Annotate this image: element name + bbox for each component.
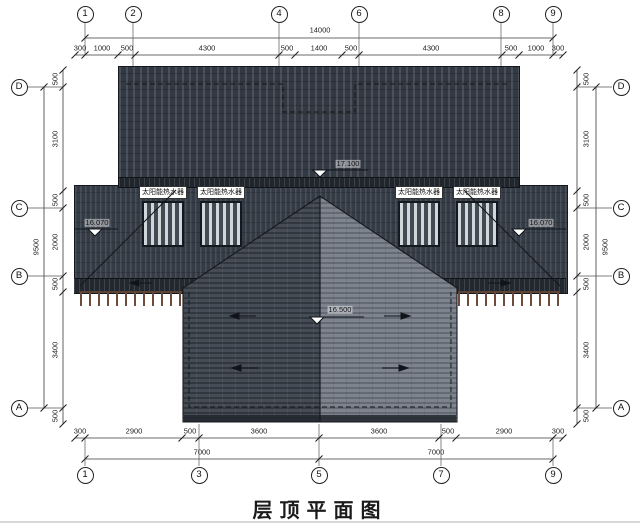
dimension-label: 500 xyxy=(581,277,591,291)
axis-bubble: B xyxy=(612,267,630,285)
dimension-label: 1000 xyxy=(527,43,545,53)
dimension-label: 500 xyxy=(50,277,60,291)
axis-bubble: 1 xyxy=(76,466,94,484)
upper-roof-slope xyxy=(118,66,520,178)
elevation-label: 16.500 xyxy=(327,304,353,315)
axis-bubble: B xyxy=(10,267,28,285)
axis-bubble: D xyxy=(10,78,28,96)
dimension-label: 500 xyxy=(50,409,60,423)
dimension-label: 1000 xyxy=(93,43,111,53)
elevation-label: 16.070 xyxy=(84,217,110,228)
axis-bubble: 7 xyxy=(432,466,450,484)
solar-heater-panel xyxy=(200,201,242,247)
axis-bubble: D xyxy=(612,78,630,96)
page-divider xyxy=(0,521,640,523)
axis-bubble: 4 xyxy=(270,5,288,23)
dimension-label: 500 xyxy=(441,426,455,436)
drawing-title: 层顶平面图 xyxy=(252,500,388,522)
dimension-label: 3400 xyxy=(50,341,60,359)
dimension-label: 500 xyxy=(183,426,197,436)
rafter-tails-right xyxy=(458,291,560,306)
elevation-label: 17.100 xyxy=(335,158,361,169)
solar-heater-label: 太阳能热水器 xyxy=(139,186,187,199)
axis-bubble: A xyxy=(612,399,630,417)
axis-bubble: 1 xyxy=(76,5,94,23)
dimension-label: 4300 xyxy=(422,43,440,53)
dimension-label: 7000 xyxy=(427,447,445,457)
dimension-label: 2000 xyxy=(581,233,591,251)
dimension-label: 500 xyxy=(280,43,294,53)
dimension-label: 500 xyxy=(50,72,60,86)
dimension-label: 500 xyxy=(50,193,60,207)
solar-heater-label: 太阳能热水器 xyxy=(197,186,245,199)
rafter-tails-left xyxy=(80,291,182,306)
solar-heater-panel xyxy=(456,201,498,247)
axis-bubble: C xyxy=(612,199,630,217)
axis-bubble: A xyxy=(10,399,28,417)
dimension-label: 500 xyxy=(504,43,518,53)
axis-bubble: 5 xyxy=(310,466,328,484)
dimension-label: 2900 xyxy=(495,426,513,436)
dimension-label: 3600 xyxy=(370,426,388,436)
axis-bubble: 9 xyxy=(544,466,562,484)
axis-bubble: C xyxy=(10,199,28,217)
dimension-label: 2900 xyxy=(125,426,143,436)
axis-bubble: 8 xyxy=(492,5,510,23)
dimension-label: 3400 xyxy=(581,341,591,359)
solar-heater-label: 太阳能热水器 xyxy=(395,186,443,199)
axis-bubble: 3 xyxy=(190,466,208,484)
dimension-label: 3100 xyxy=(581,130,591,148)
dimension-label: 300 xyxy=(73,43,87,53)
dimension-label: 7000 xyxy=(193,447,211,457)
dimension-label: 9500 xyxy=(31,238,41,256)
dimension-label: 2000 xyxy=(50,233,60,251)
dimension-label: 500 xyxy=(581,409,591,423)
solar-heater-label: 太阳能热水器 xyxy=(453,186,501,199)
dimension-label: 4300 xyxy=(198,43,216,53)
dimension-label: 500 xyxy=(344,43,358,53)
dimension-label: 300 xyxy=(551,43,565,53)
solar-heater-panel xyxy=(398,201,440,247)
dimension-label: 14000 xyxy=(309,25,331,35)
dimension-label: 3600 xyxy=(250,426,268,436)
dimension-label: 9500 xyxy=(600,238,610,256)
dimension-label: 300 xyxy=(551,426,565,436)
axis-bubble: 2 xyxy=(124,5,142,23)
dimension-label: 500 xyxy=(581,72,591,86)
axis-bubble: 6 xyxy=(350,5,368,23)
elevation-label: 16.070 xyxy=(528,217,554,228)
dimension-label: 500 xyxy=(581,193,591,207)
axis-bubble: 9 xyxy=(544,5,562,23)
dimension-label: 300 xyxy=(73,426,87,436)
gable-eave xyxy=(184,415,456,422)
dimension-label: 500 xyxy=(120,43,134,53)
dimension-label: 3100 xyxy=(50,130,60,148)
dimension-label: 1400 xyxy=(310,43,328,53)
solar-heater-panel xyxy=(142,201,184,247)
